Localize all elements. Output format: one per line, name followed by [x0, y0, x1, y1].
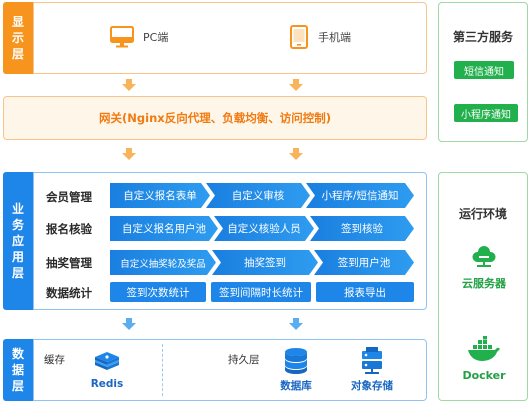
monitor-icon — [110, 26, 134, 48]
module-checkin-pool: 签到用户池 — [314, 250, 414, 275]
phone-icon — [290, 25, 308, 49]
data-layer-divider — [162, 344, 163, 396]
database-item: 数据库 — [272, 346, 320, 396]
arrow-business-to-data-right — [289, 318, 303, 330]
row-label-verify: 报名核验 — [46, 222, 92, 236]
database-icon — [285, 348, 307, 374]
arrow-display-to-gateway-right — [289, 79, 303, 91]
database-label: 数据库 — [280, 380, 312, 392]
mobile-client-label: 手机端 — [318, 31, 351, 44]
cache-label: 缓存 — [44, 354, 65, 366]
persist-label: 持久层 — [228, 354, 260, 366]
runtime-box — [438, 172, 528, 401]
pc-client: PC端 — [110, 22, 200, 52]
data-layer-label: 数据层 — [3, 339, 33, 401]
row-label-lottery: 抽奖管理 — [46, 256, 92, 270]
display-layer-box — [33, 2, 427, 74]
module-custom-form: 自定义报名表单 — [110, 183, 210, 208]
object-storage-icon — [362, 347, 382, 374]
row-label-statistics: 数据统计 — [46, 286, 92, 300]
gateway-box: 网关(Nginx反向代理、负载均衡、访问控制) — [3, 96, 427, 140]
module-custom-review: 自定义审核 — [206, 183, 310, 208]
docker-icon — [468, 336, 500, 361]
row-label-member: 会员管理 — [46, 190, 92, 204]
mobile-client: 手机端 — [290, 22, 380, 52]
arrow-display-to-gateway-left — [122, 79, 136, 91]
miniprogram-notify-service: 小程序通知 — [454, 104, 518, 122]
cloud-server-item: 云服务器 — [448, 244, 520, 294]
arrow-business-to-data-left — [122, 318, 136, 330]
module-user-pool: 自定义报名用户池 — [110, 216, 218, 241]
cloud-server-icon — [472, 246, 496, 267]
docker-label: Docker — [462, 369, 506, 382]
pc-client-label: PC端 — [143, 31, 169, 44]
arrow-gateway-to-business-left — [122, 148, 136, 160]
object-storage-label: 对象存储 — [351, 380, 393, 392]
sms-notify-service: 短信通知 — [454, 61, 514, 79]
module-checkin-interval: 签到间隔时长统计 — [211, 282, 311, 302]
redis-icon — [95, 352, 119, 370]
module-lottery-prizes: 自定义抽奖轮及奖品 — [110, 250, 216, 275]
module-checkin-count: 签到次数统计 — [110, 282, 206, 302]
object-storage-item: 对象存储 — [342, 346, 402, 396]
runtime-title: 运行环境 — [458, 207, 507, 221]
cloud-server-label: 云服务器 — [462, 277, 506, 290]
gateway-label: 网关(Nginx反向代理、负载均衡、访问控制) — [99, 111, 331, 125]
module-lottery-checkin: 抽奖签到 — [212, 250, 318, 275]
third-party-title: 第三方服务 — [452, 30, 513, 44]
module-notification: 小程序/短信通知 — [306, 183, 414, 208]
data-layer-box — [33, 339, 427, 401]
docker-item: Docker — [448, 336, 520, 386]
module-verifier: 自定义核验人员 — [214, 216, 314, 241]
module-checkin-verify: 签到核验 — [310, 216, 414, 241]
display-layer-label: 显示层 — [3, 2, 33, 74]
module-report-export: 报表导出 — [316, 282, 414, 302]
arrow-gateway-to-business-right — [289, 148, 303, 160]
redis-item: Redis — [85, 346, 129, 396]
business-layer-label: 业务应用层 — [3, 172, 33, 310]
redis-label: Redis — [90, 378, 124, 390]
